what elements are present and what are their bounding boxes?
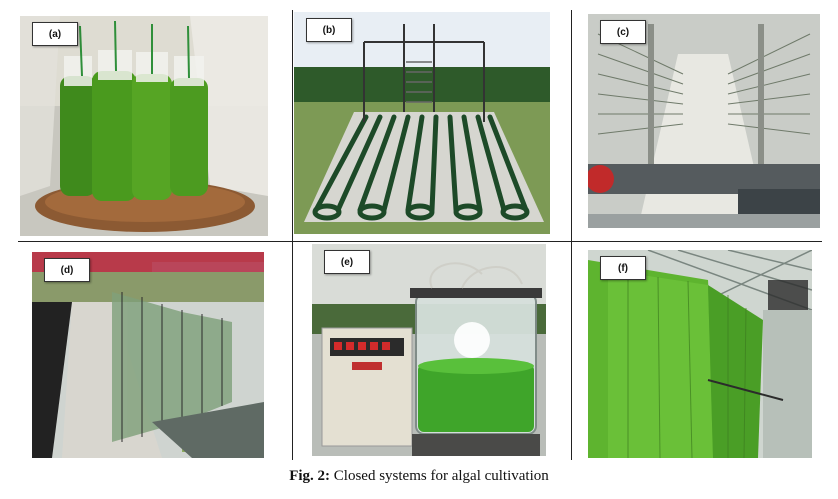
panel-e-label: (e) [324,250,370,274]
panel-f-photo: (f) [588,250,812,458]
panel-d-photo: (d) [32,252,264,458]
caption-text: Closed systems for algal cultivation [330,468,549,484]
panel-a-photo: (a) [20,16,268,236]
grid-divider-vertical-2 [571,10,572,460]
panel-f-label: (f) [600,256,646,280]
panel-c-photo: (c) [588,14,820,228]
grid-divider-horizontal [18,241,822,242]
figure-caption: Fig. 2: Closed systems for algal cultiva… [0,468,838,485]
caption-prefix: Fig. 2: [289,468,331,484]
panel-d-label: (d) [44,258,90,282]
panel-b-label: (b) [306,18,352,42]
panel-b-photo: (b) [294,12,550,234]
panel-c-label: (c) [600,20,646,44]
figure-grid: (a) [18,10,822,460]
grid-divider-vertical-1 [292,10,293,460]
panel-e-photo: (e) [312,244,546,456]
panel-a-label: (a) [32,22,78,46]
